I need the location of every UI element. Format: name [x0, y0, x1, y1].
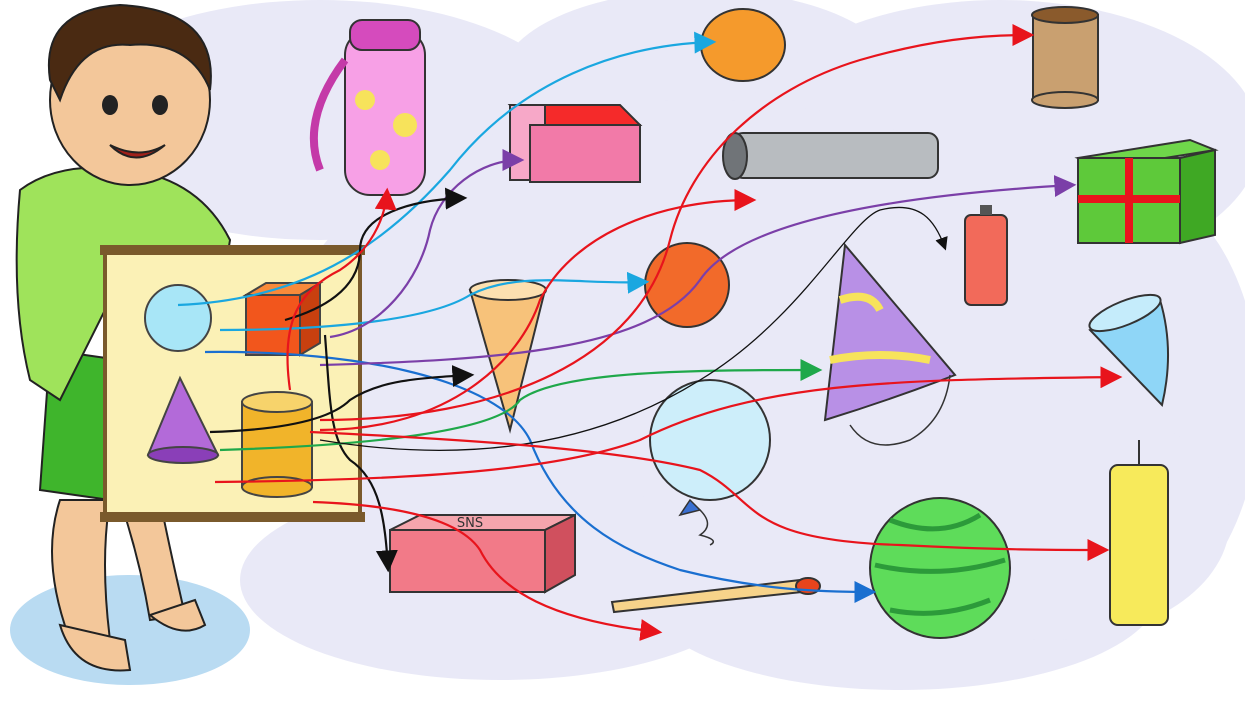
candle-object [1110, 440, 1168, 625]
tin-can-object [1032, 7, 1098, 108]
battery-object [965, 205, 1007, 305]
board-sphere [145, 285, 211, 351]
sponge-block-object [510, 105, 640, 182]
gift-box-object [1078, 140, 1215, 243]
watermelon-object [870, 498, 1010, 638]
brick-label: SNS [457, 516, 483, 531]
pipe-object [723, 133, 938, 179]
orange-object [701, 9, 785, 81]
